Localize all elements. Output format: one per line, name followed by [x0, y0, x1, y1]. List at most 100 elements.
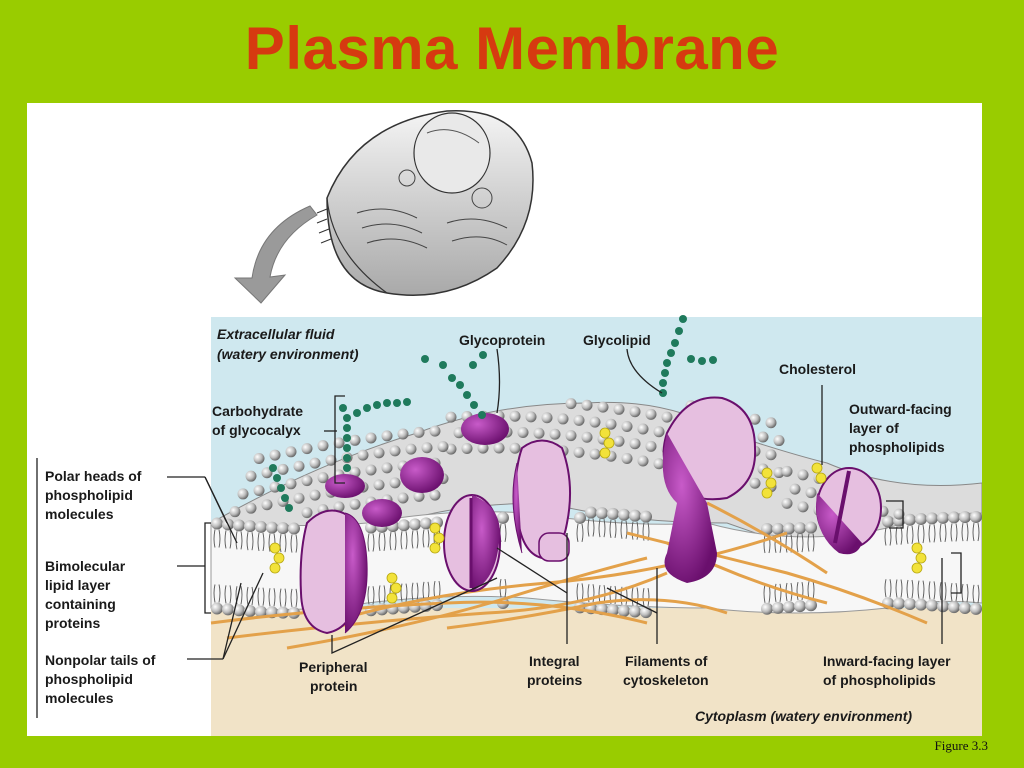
- phospholipid-tail: [917, 524, 925, 544]
- peripheral-label-1: Peripheral: [299, 659, 367, 675]
- slide-title: Plasma Membrane: [244, 15, 780, 82]
- phospholipid-head: [429, 425, 441, 437]
- phospholipid-head: [549, 428, 561, 440]
- phospholipid-tail: [422, 529, 430, 548]
- phospholipid-head: [497, 511, 509, 524]
- nonpolar-tails-label-3: molecules: [45, 690, 114, 706]
- phospholipid-head: [237, 488, 249, 500]
- phospholipid-head: [421, 442, 433, 454]
- phospholipid-head: [581, 431, 593, 443]
- integral-protein-1: [443, 494, 501, 592]
- phospholipid-head: [629, 605, 641, 618]
- phospholipid-head: [557, 413, 569, 425]
- phospholipid-tail: [290, 534, 298, 553]
- phospholipid-tail: [939, 582, 947, 601]
- phospholipid-head: [937, 600, 949, 613]
- phospholipid-head: [413, 490, 425, 502]
- phospholipid-head: [629, 438, 641, 450]
- phospholipid-tail: [411, 582, 419, 601]
- polar-heads-label-3: molecules: [45, 506, 114, 522]
- peripheral-protein: [299, 509, 368, 635]
- outward-label-1: Outward-facing: [849, 401, 952, 417]
- phospholipid-tail: [400, 531, 408, 550]
- phospholipid-head: [629, 509, 641, 522]
- carbohydrate-chains: [269, 315, 717, 512]
- phospholipid-tail: [917, 580, 925, 599]
- cytoplasm-label: Cytoplasm (watery environment): [695, 708, 912, 724]
- phospholipid-head: [607, 507, 619, 520]
- phospholipid-head: [904, 513, 916, 526]
- phospholipid-head: [373, 479, 385, 491]
- figure-caption: Figure 3.3: [934, 738, 988, 753]
- phospholipid-tail: [279, 588, 287, 607]
- phospholipid-head: [397, 492, 409, 504]
- diagram-panel: Extracellular fluid (watery environment)…: [27, 103, 982, 736]
- phospholipid-tail: [928, 581, 936, 600]
- phospholipid-tail: [884, 527, 892, 546]
- phospholipid-head: [765, 417, 777, 429]
- cholesterol-molecules: [269, 427, 927, 604]
- carbohydrate-label-2: of glycocalyx: [212, 422, 301, 438]
- phospholipid-head: [757, 431, 769, 443]
- phospholipid-head: [309, 489, 321, 501]
- phospholipid-head: [904, 598, 916, 611]
- inward-label-2: of phospholipids: [823, 672, 936, 688]
- phospholipid-head: [959, 511, 971, 524]
- bimolecular-label-3: containing: [45, 596, 116, 612]
- phospholipid-head: [253, 484, 265, 496]
- cholesterol-label: Cholesterol: [779, 361, 856, 377]
- phospholipid-head: [915, 513, 927, 526]
- phospholipid-tail: [411, 530, 419, 549]
- phospholipid-head: [621, 420, 633, 432]
- filaments-label-2: cytoskeleton: [623, 672, 709, 688]
- phospholipid-head: [429, 489, 441, 501]
- phospholipid-head: [211, 517, 223, 530]
- phospholipid-head: [765, 449, 777, 461]
- phospholipid-head: [211, 602, 223, 615]
- peripheral-label-2: protein: [310, 678, 357, 694]
- phospholipid-head: [349, 434, 361, 446]
- phospholipid-head: [325, 454, 337, 466]
- phospholipid-tail: [378, 532, 386, 551]
- phospholipid-head: [285, 446, 297, 458]
- integral-label-2: proteins: [527, 672, 582, 688]
- phospholipid-head: [445, 411, 457, 423]
- phospholipid-head: [389, 445, 401, 457]
- bimolecular-label-1: Bimolecular: [45, 558, 126, 574]
- phospholipid-head: [301, 443, 313, 455]
- phospholipid-head: [461, 442, 473, 454]
- phospholipid-head: [389, 477, 401, 489]
- phospholipid-head: [789, 483, 801, 495]
- phospholipid-head: [926, 512, 938, 525]
- phospholipid-head: [574, 511, 586, 524]
- phospholipid-head: [333, 501, 345, 513]
- phospholipid-tail: [950, 523, 958, 542]
- phospholipid-head: [349, 498, 361, 510]
- phospholipid-head: [893, 508, 905, 520]
- leader-lines: [36, 348, 962, 718]
- phospholipid-head: [589, 416, 601, 428]
- phospholipid-head: [398, 519, 410, 532]
- phospholipid-tail: [642, 588, 650, 607]
- phospholipid-head: [301, 507, 313, 519]
- phospholipid-tail: [378, 585, 386, 604]
- phospholipid-head: [882, 515, 894, 528]
- phospholipid-head: [541, 412, 553, 424]
- cytoskeleton-filaments: [210, 501, 928, 650]
- phospholipid-head: [773, 435, 785, 447]
- phospholipid-tail: [609, 519, 617, 539]
- phospholipid-tail: [224, 585, 232, 604]
- phospholipid-head: [253, 452, 265, 464]
- phospholipid-head: [245, 470, 257, 482]
- phospholipid-head: [926, 599, 938, 612]
- phospholipid-head: [645, 440, 657, 452]
- outward-label-2: layer of: [849, 420, 899, 436]
- phospholipid-head: [285, 478, 297, 490]
- phospholipid-head: [613, 403, 625, 415]
- phospholipid-head: [266, 521, 278, 534]
- integral-label-1: Integral: [529, 653, 580, 669]
- phospholipid-head: [805, 599, 817, 612]
- phospholipid-head: [783, 522, 795, 535]
- phospholipid-tail: [972, 584, 980, 604]
- phospholipid-head: [365, 464, 377, 476]
